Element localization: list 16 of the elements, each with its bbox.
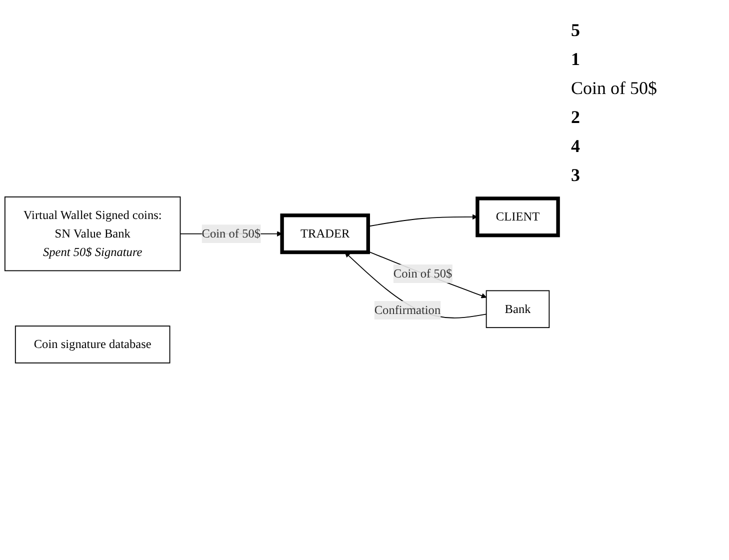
note-text: Coin of 50$: [571, 78, 658, 99]
edge-label: Coin of 50$: [202, 227, 261, 241]
node-box: Coin signature database: [14, 326, 170, 364]
edge-label: Coin of 50$: [393, 267, 452, 281]
edge-label: Confirmation: [374, 304, 441, 318]
node-box: TRADER: [280, 214, 370, 254]
step-number: 3: [571, 165, 581, 186]
arrow: [368, 251, 487, 298]
node-box: Bank: [486, 290, 550, 328]
node-box: Virtual Wallet Signed coins: SN Value Bank Spent 50$ Signature: [4, 196, 181, 272]
step-number: 1: [571, 49, 581, 70]
step-number: 5: [571, 20, 581, 41]
step-number: 4: [571, 136, 581, 157]
node-box: CLIENT: [476, 196, 560, 238]
arrow: [344, 252, 487, 318]
step-number: 2: [571, 107, 581, 128]
